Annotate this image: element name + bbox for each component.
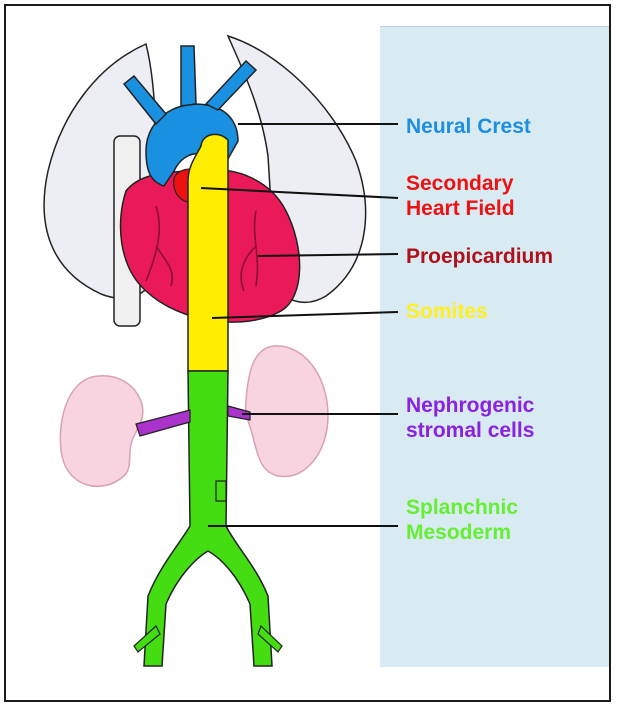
label-somites: Somites [406, 299, 488, 324]
label-nephrogenic-line1: Nephrogenic [406, 393, 534, 418]
label-secondary-heart-field: Secondary Heart Field [406, 171, 515, 221]
label-proepicardium: Proepicardium [406, 244, 553, 269]
right-kidney [246, 346, 328, 477]
label-splanchnic-mesoderm: Splanchnic Mesoderm [406, 495, 518, 545]
descending-aorta-somite [188, 134, 228, 371]
label-nephrogenic-line2: stromal cells [406, 418, 534, 443]
left-kidney [60, 376, 143, 487]
label-neural-crest: Neural Crest [406, 114, 531, 139]
label-splanchnic-line1: Splanchnic [406, 495, 518, 520]
label-secondary-heart-field-line2: Heart Field [406, 196, 515, 221]
anatomy-illustration [6, 6, 611, 702]
label-nephrogenic-stromal-cells: Nephrogenic stromal cells [406, 393, 534, 443]
label-splanchnic-line2: Mesoderm [406, 520, 518, 545]
figure-frame: Neural Crest Secondary Heart Field Proep… [4, 4, 611, 702]
label-secondary-heart-field-line1: Secondary [406, 171, 515, 196]
left-renal-artery [136, 410, 190, 436]
